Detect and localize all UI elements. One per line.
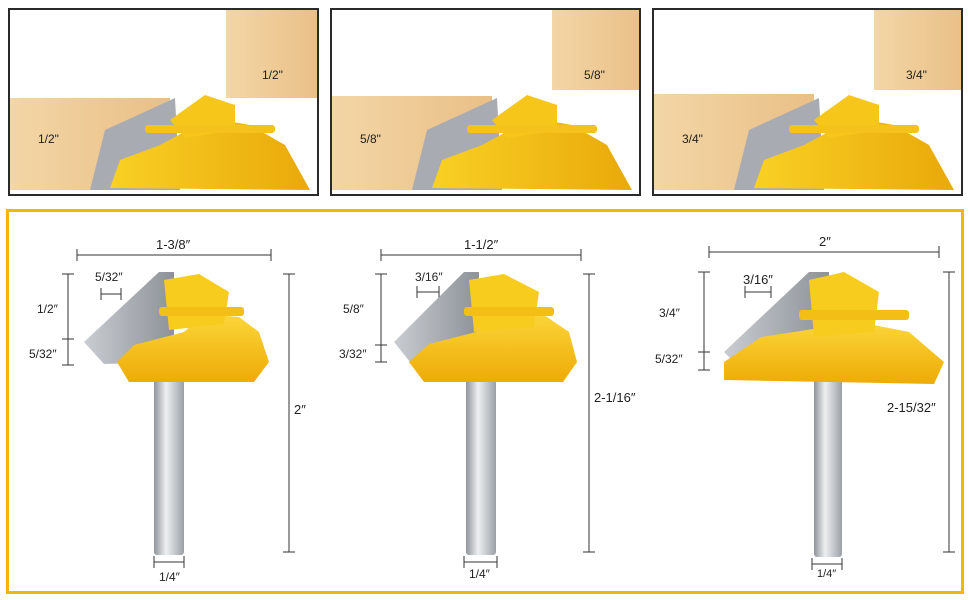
tip-label: 3/32″ xyxy=(339,347,367,361)
router-bit-1: 1-3/8″ 5/32″ 1/2″ 5/32″ 2″ 1/4″ xyxy=(9,212,329,591)
router-bit-illustration xyxy=(698,246,955,570)
vertical-dimension-label: 5/8" xyxy=(360,132,381,146)
joint-illustration xyxy=(654,10,961,190)
lip-label: 3/16″ xyxy=(415,270,443,284)
width-label: 1-1/2″ xyxy=(464,237,499,252)
horizontal-dimension-label: 5/8" xyxy=(584,68,605,82)
height-label: 2″ xyxy=(294,402,306,417)
router-bit-illustration xyxy=(375,249,595,568)
depth-label: 3/4″ xyxy=(659,306,680,320)
joint-illustration xyxy=(332,10,639,190)
joint-panel-3: 3/4" 3/4" xyxy=(652,8,963,196)
router-bit-illustration xyxy=(62,249,295,568)
router-bit-3: 2″ 3/16″ 3/4″ 5/32″ 2-15/32″ 1/4″ xyxy=(649,212,961,591)
width-label: 2″ xyxy=(819,234,831,249)
shank-label: 1/4″ xyxy=(159,570,180,584)
joint-illustration xyxy=(10,10,317,190)
width-label: 1-3/8″ xyxy=(156,237,191,252)
height-label: 2-1/16″ xyxy=(594,390,636,405)
tip-label: 5/32″ xyxy=(29,347,57,361)
router-bit-2: 1-1/2″ 3/16″ 5/8″ 3/32″ 2-1/16″ 1/4″ xyxy=(329,212,649,591)
lip-label: 5/32″ xyxy=(95,270,123,284)
depth-label: 5/8″ xyxy=(343,302,364,316)
lip-label: 3/16″ xyxy=(743,272,773,287)
horizontal-dimension-label: 3/4" xyxy=(906,68,927,82)
tip-label: 5/32″ xyxy=(655,352,683,366)
shank-label: 1/4″ xyxy=(469,567,490,581)
joint-panel-1: 1/2" 1/2" xyxy=(8,8,319,196)
router-bits-frame: 1-3/8″ 5/32″ 1/2″ 5/32″ 2″ 1/4″ 1-1/2″ 3… xyxy=(6,209,964,594)
horizontal-dimension-label: 1/2" xyxy=(262,68,283,82)
depth-label: 1/2″ xyxy=(37,302,58,316)
joint-panel-2: 5/8" 5/8" xyxy=(330,8,641,196)
shank-label: 1/4″ xyxy=(817,568,837,580)
vertical-dimension-label: 1/2" xyxy=(38,132,59,146)
height-label: 2-15/32″ xyxy=(887,400,936,415)
vertical-dimension-label: 3/4" xyxy=(682,132,703,146)
